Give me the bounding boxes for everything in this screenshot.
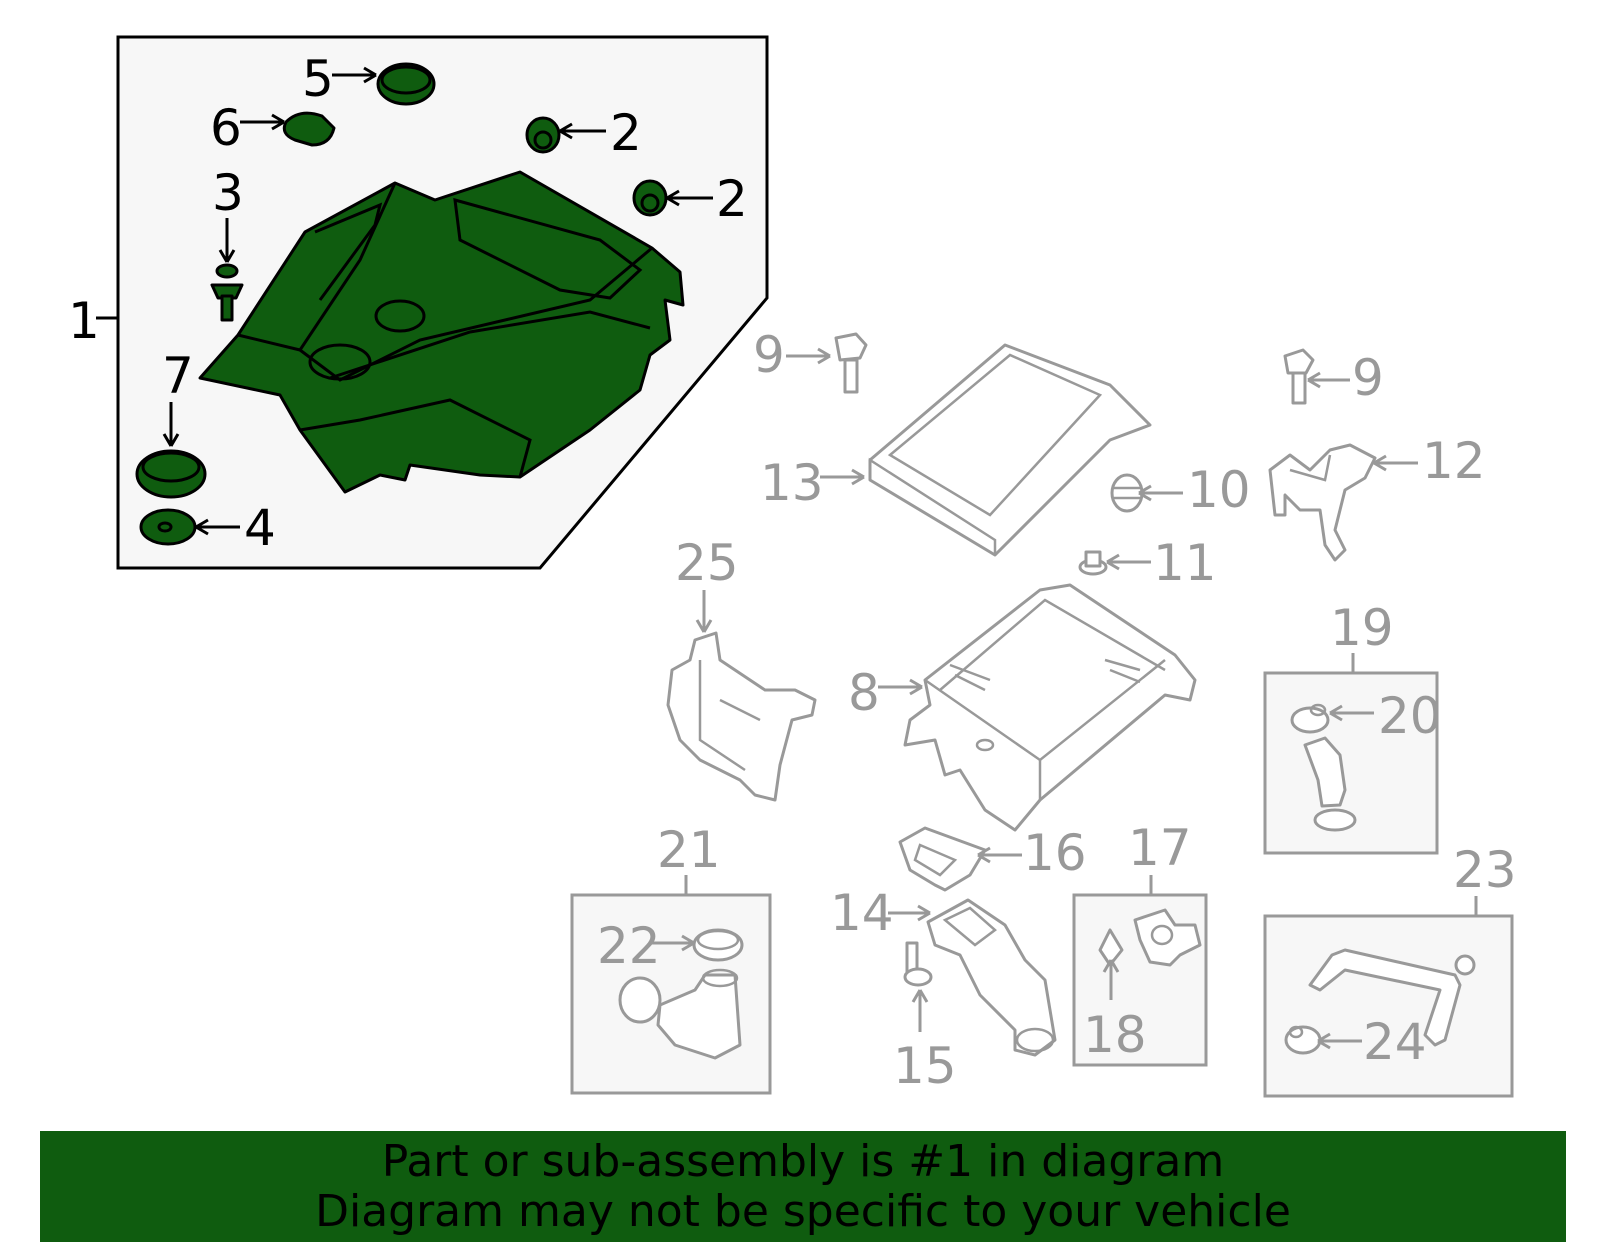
callout-1: 1: [68, 292, 100, 350]
housing-14[interactable]: [926, 898, 1057, 1057]
callout-2a: 2: [610, 104, 642, 162]
callout-12: 12: [1422, 432, 1486, 490]
callout-22: 22: [597, 917, 661, 975]
callout-9a: 9: [753, 326, 785, 384]
bolt-15[interactable]: [903, 941, 933, 987]
ring-7-part[interactable]: [135, 449, 207, 499]
callout-23: 23: [1453, 841, 1517, 899]
callout-9b: 9: [1352, 349, 1384, 407]
engine-cover-part[interactable]: [198, 170, 685, 494]
part-13[interactable]: [868, 343, 1152, 557]
bracket-12[interactable]: [1268, 443, 1377, 562]
callout-20: 20: [1378, 687, 1442, 745]
cap-5-part[interactable]: [376, 62, 436, 106]
clamp-24[interactable]: [1284, 1025, 1322, 1055]
callout-8: 8: [848, 664, 880, 722]
callout-18: 18: [1083, 1006, 1147, 1064]
callout-13: 13: [760, 454, 824, 512]
clamp-20[interactable]: [1290, 703, 1330, 734]
clamp-22[interactable]: [692, 928, 744, 962]
callout-15: 15: [893, 1037, 957, 1095]
callout-6: 6: [210, 99, 242, 157]
callout-17: 17: [1128, 819, 1192, 877]
valve-17[interactable]: [1133, 908, 1202, 967]
clip-3-part[interactable]: [210, 263, 244, 322]
callout-5: 5: [302, 50, 334, 108]
info-banner: Part or sub-assembly is #1 in diagram Di…: [40, 1131, 1566, 1242]
kit-box-21: [570, 893, 772, 1095]
part-11[interactable]: [1078, 550, 1108, 576]
banner-line-2: Diagram may not be specific to your vehi…: [315, 1186, 1291, 1237]
callout-4: 4: [244, 499, 276, 557]
bolt-9a[interactable]: [834, 332, 868, 394]
callout-2b: 2: [716, 170, 748, 228]
callout-3: 3: [212, 164, 244, 222]
part-10[interactable]: [1110, 473, 1144, 513]
assembly-1-group[interactable]: 1 2 2 3 4 5 6 7: [68, 35, 769, 570]
callout-7: 7: [162, 347, 194, 405]
callout-14: 14: [830, 884, 894, 942]
duct-25[interactable]: [666, 631, 817, 802]
grommet-2b-part[interactable]: [632, 179, 668, 217]
kit-box-23: [1263, 914, 1514, 1098]
callout-16: 16: [1023, 824, 1087, 882]
intercooler-8[interactable]: [903, 583, 1197, 832]
callout-25: 25: [675, 534, 739, 592]
hose-21[interactable]: [618, 968, 742, 1060]
grommet-4-part[interactable]: [139, 508, 197, 546]
pipe-23[interactable]: [1308, 948, 1476, 1047]
callout-11: 11: [1153, 534, 1217, 592]
gasket-16[interactable]: [898, 826, 987, 892]
grommet-2a-part[interactable]: [525, 116, 561, 154]
hose-19[interactable]: [1303, 736, 1357, 832]
callout-19: 19: [1330, 599, 1394, 657]
bolt-9b[interactable]: [1283, 348, 1315, 405]
callout-21: 21: [657, 821, 721, 879]
callout-24: 24: [1363, 1013, 1427, 1071]
seal-6-part[interactable]: [282, 111, 336, 147]
banner-line-1: Part or sub-assembly is #1 in diagram: [381, 1136, 1225, 1187]
callout-10: 10: [1187, 461, 1251, 519]
